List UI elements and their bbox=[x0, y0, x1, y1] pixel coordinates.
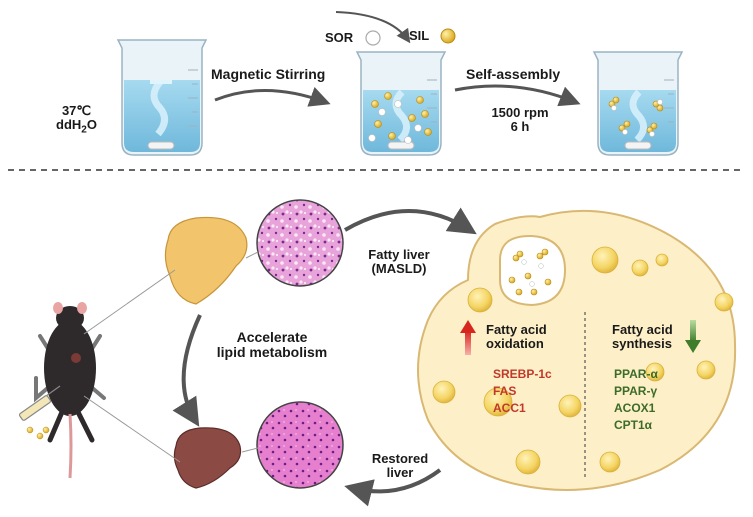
gene-item: PPAR-α bbox=[614, 367, 658, 381]
arrow-self-assembly bbox=[454, 84, 581, 107]
accelerate-label: Accelerate lipid metabolism bbox=[216, 329, 328, 360]
stirring-label: Magnetic Stirring bbox=[211, 66, 326, 82]
he-stain-fatty bbox=[256, 199, 344, 287]
hepatocyte-cell bbox=[417, 209, 737, 491]
assembled-nanoparticles bbox=[608, 96, 664, 137]
mouse-icon bbox=[34, 302, 106, 479]
sor-label: SOR bbox=[325, 30, 354, 45]
particles-mixed bbox=[371, 92, 432, 140]
gene-item: ACOX1 bbox=[614, 401, 656, 415]
beaker-1 bbox=[116, 39, 208, 156]
oxidation-title: Fatty acid oxidation bbox=[486, 322, 547, 351]
he-stain-restored bbox=[256, 401, 344, 489]
lipid-droplets bbox=[432, 246, 734, 475]
self-assembly-label: Self-assembly bbox=[466, 66, 561, 82]
fatty-liver-icon bbox=[164, 216, 248, 305]
syringe-icon bbox=[18, 385, 61, 421]
up-arrow-icon bbox=[460, 320, 476, 355]
fatty-liver-label: Fatty liver (MASLD) bbox=[368, 247, 430, 276]
endocytic-vesicle bbox=[499, 234, 567, 307]
synthesis-title: Fatty acid synthesis bbox=[612, 322, 673, 351]
temperature-label: 37℃ ddH2O bbox=[56, 103, 97, 136]
gene-item: PPAR-γ bbox=[614, 384, 658, 398]
conditions-label: 1500 rpm 6 h bbox=[491, 105, 549, 134]
healthy-liver-icon bbox=[173, 427, 242, 489]
sil-particle-icon bbox=[440, 28, 456, 44]
arrow-accelerate bbox=[172, 314, 202, 427]
sil-label: SIL bbox=[409, 28, 430, 43]
arrow-to-restored bbox=[344, 468, 442, 507]
gene-item: ACC1 bbox=[493, 401, 526, 415]
beaker-2 bbox=[355, 51, 447, 156]
arrow-stirring bbox=[214, 86, 331, 107]
oxidation-gene-list: SREBP-1c FAS ACC1 bbox=[493, 366, 552, 417]
gene-item: FAS bbox=[493, 384, 517, 398]
gene-item: CPT1α bbox=[614, 418, 653, 432]
beaker-3 bbox=[592, 51, 684, 156]
down-arrow-icon bbox=[685, 320, 701, 353]
gene-item: SREBP-1c bbox=[493, 367, 552, 381]
restored-liver-label: Restored liver bbox=[371, 451, 429, 480]
sor-particle-icon bbox=[365, 30, 381, 46]
vesicle-nanoparticles bbox=[508, 248, 552, 296]
arrow-to-cell bbox=[343, 207, 477, 235]
arrow-add-reagents bbox=[335, 11, 411, 44]
synthesis-gene-list: PPAR-α PPAR-γ ACOX1 CPT1α bbox=[614, 366, 658, 434]
